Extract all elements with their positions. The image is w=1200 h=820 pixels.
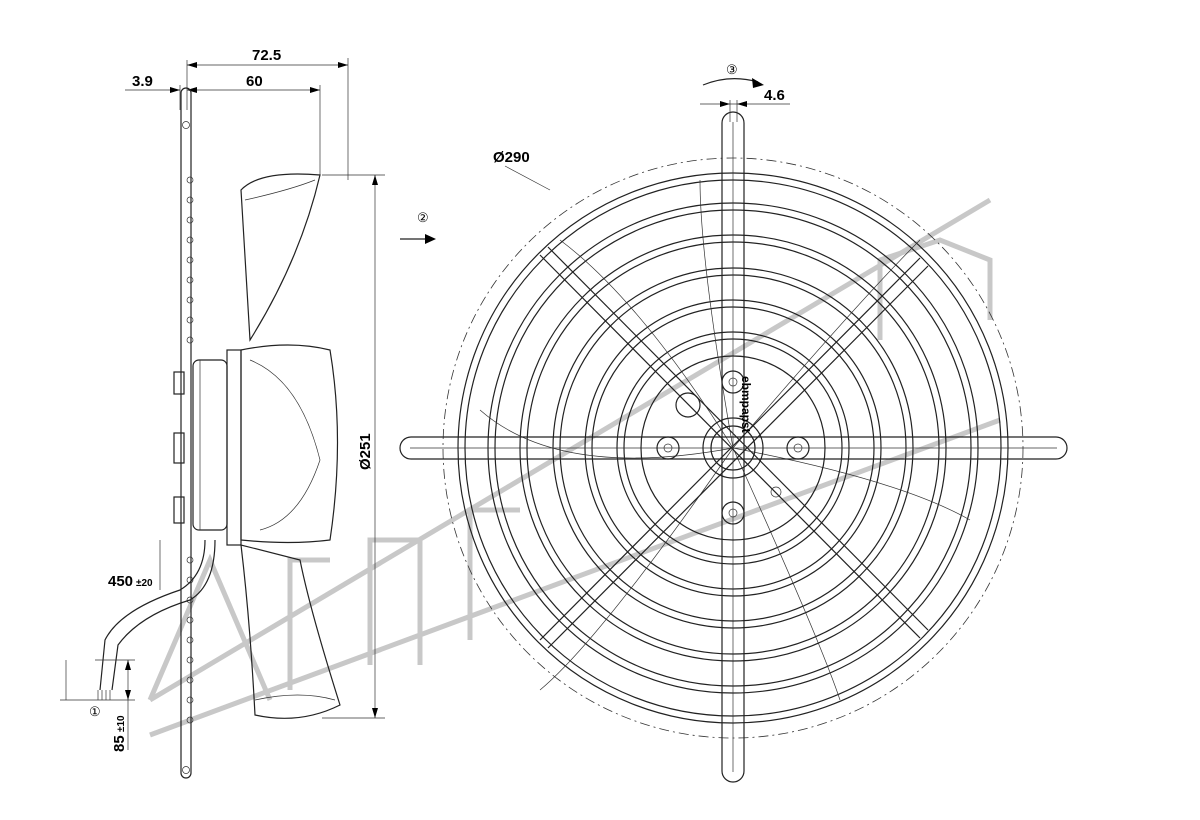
dim-cable-length-tol: ±20 <box>136 578 153 589</box>
side-view: 72.5 60 3.9 <box>60 47 436 779</box>
dim-outer-diameter: Ø290 <box>493 149 530 166</box>
dim-overall-depth: 72.5 <box>252 47 281 64</box>
rotation-arrow <box>702 78 759 86</box>
front-view: Ø290 <box>399 62 1068 783</box>
callout-3: ③ <box>726 62 738 77</box>
motor-hub <box>640 355 826 541</box>
watermark-logo <box>147 197 1001 738</box>
callout-2: ② <box>417 210 429 225</box>
nameplate-text: ebmpapst <box>739 376 753 433</box>
dim-motor-depth: 60 <box>246 73 263 90</box>
dim-cable-length: 450 <box>108 573 133 590</box>
guard-spokes <box>539 246 929 649</box>
dim-flange-thickness: 3.9 <box>132 73 153 90</box>
guard-ring-bumps <box>182 121 194 774</box>
mounting-bars <box>399 111 1068 783</box>
dim-spoke-width: 4.6 <box>764 87 785 104</box>
dim-height-label: Ø251 <box>357 433 374 470</box>
dim-lead-length: 85 <box>111 735 128 752</box>
dim-lead-length-tol: ±10 <box>116 715 127 732</box>
callout-1: ① <box>89 704 101 719</box>
